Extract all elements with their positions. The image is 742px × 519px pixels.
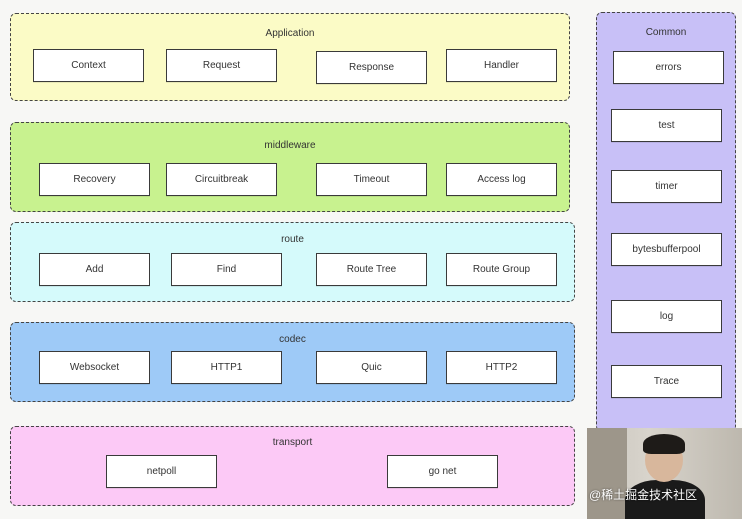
route-layer-title: route: [281, 234, 304, 245]
application-layer-title: Application: [265, 28, 315, 39]
websocket-box: Websocket: [39, 351, 150, 384]
http1-box: HTTP1: [171, 351, 282, 384]
route-layer: route Add Find Route Tree Route Group: [10, 222, 575, 302]
add-box: Add: [39, 253, 150, 286]
request-box: Request: [166, 49, 277, 82]
presenter-video: [587, 428, 742, 519]
codec-layer: codec Websocket HTTP1 Quic HTTP2: [10, 322, 575, 402]
errors-box: errors: [613, 51, 724, 84]
common-layer: Common errors test timer bytesbufferpool…: [596, 12, 736, 432]
bytesbufferpool-box: bytesbufferpool: [611, 233, 722, 266]
test-box: test: [611, 109, 722, 142]
netpoll-box: netpoll: [106, 455, 217, 488]
context-box: Context: [33, 49, 144, 82]
circuitbreak-box: Circuitbreak: [166, 163, 277, 196]
transport-layer-title: transport: [272, 437, 313, 448]
common-layer-title: Common: [645, 27, 687, 38]
find-box: Find: [171, 253, 282, 286]
timer-box: timer: [611, 170, 722, 203]
watermark-text: @稀土掘金技术社区: [589, 488, 698, 502]
go-net-box: go net: [387, 455, 498, 488]
route-group-box: Route Group: [446, 253, 557, 286]
presenter-body: [625, 480, 705, 519]
presenter-hair: [643, 434, 685, 454]
http2-box: HTTP2: [446, 351, 557, 384]
quic-box: Quic: [316, 351, 427, 384]
middleware-layer: middleware Recovery Circuitbreak Timeout…: [10, 122, 570, 212]
log-box: log: [611, 300, 722, 333]
application-layer: Application Context Request Response Han…: [10, 13, 570, 101]
timeout-box: Timeout: [316, 163, 427, 196]
response-box: Response: [316, 51, 427, 84]
route-tree-box: Route Tree: [316, 253, 427, 286]
codec-layer-title: codec: [279, 334, 306, 345]
recovery-box: Recovery: [39, 163, 150, 196]
transport-layer: transport netpoll go net: [10, 426, 575, 506]
access-log-box: Access log: [446, 163, 557, 196]
trace-box: Trace: [611, 365, 722, 398]
handler-box: Handler: [446, 49, 557, 82]
middleware-layer-title: middleware: [264, 140, 316, 151]
background-shelf: [587, 428, 627, 519]
